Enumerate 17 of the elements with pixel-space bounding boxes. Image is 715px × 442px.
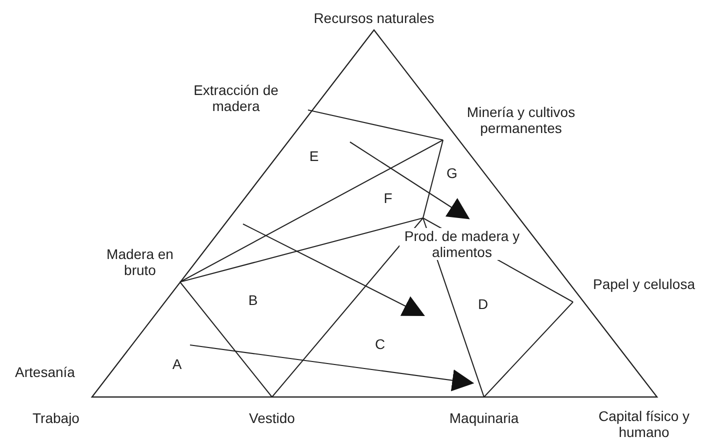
sector-label: Papel y celulosa xyxy=(593,276,695,292)
axis-label: Recursos naturales xyxy=(314,10,434,26)
sector-label: Madera en bruto xyxy=(106,246,174,278)
region-letter: B xyxy=(248,292,258,308)
region-letter: A xyxy=(172,356,182,372)
axis-label: Trabajo xyxy=(32,410,80,426)
sector-label: Vestido xyxy=(249,410,295,426)
region-letter: D xyxy=(478,296,488,312)
sector-label: Maquinaria xyxy=(449,410,519,426)
region-letter: E xyxy=(309,148,319,164)
sector-label: Extracción de madera xyxy=(192,82,280,114)
region-letter: C xyxy=(374,336,386,352)
sector-label: Minería y cultivos permanentes xyxy=(466,104,576,136)
sector-label: Artesanía xyxy=(15,364,75,380)
axis-label: Capital físico y humano xyxy=(597,408,691,440)
region-letter: F xyxy=(384,190,392,206)
region-letter: G xyxy=(446,165,458,181)
